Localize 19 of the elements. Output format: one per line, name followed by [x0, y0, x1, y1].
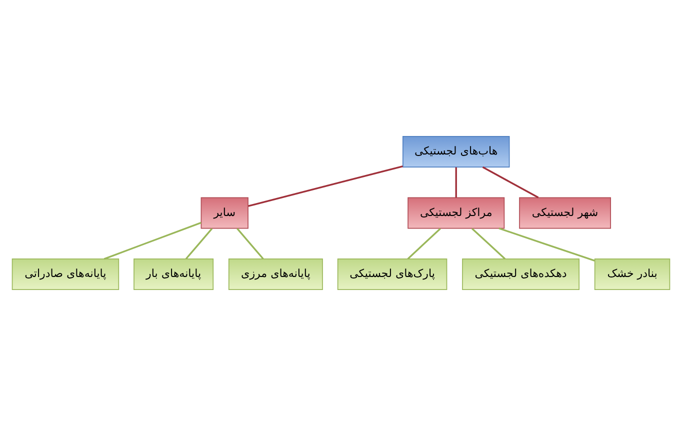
connector	[472, 227, 506, 259]
connector	[236, 228, 264, 259]
node-box: دهکده‌های لجستیکی	[462, 258, 580, 290]
node-box: پایانه‌های بار	[134, 258, 214, 290]
connector	[104, 221, 202, 260]
connector	[407, 227, 441, 259]
connector	[498, 227, 595, 261]
node-box: پارک‌های لجستیکی	[337, 258, 448, 290]
node-box: پایانه‌های مرزی	[228, 258, 323, 290]
connector	[185, 228, 213, 259]
connector	[248, 165, 403, 206]
node-box: پایانه‌های صادراتی	[12, 258, 120, 290]
node-box: مراکز لجستیکی	[408, 196, 505, 228]
connector	[482, 166, 539, 198]
node-box: شهر لجستیکی	[519, 196, 611, 228]
connector	[455, 166, 457, 198]
node-box: هاب‌های لجستیکی	[402, 135, 510, 167]
node-box: سایر	[200, 196, 248, 228]
node-box: بنادر خشک	[594, 258, 670, 290]
